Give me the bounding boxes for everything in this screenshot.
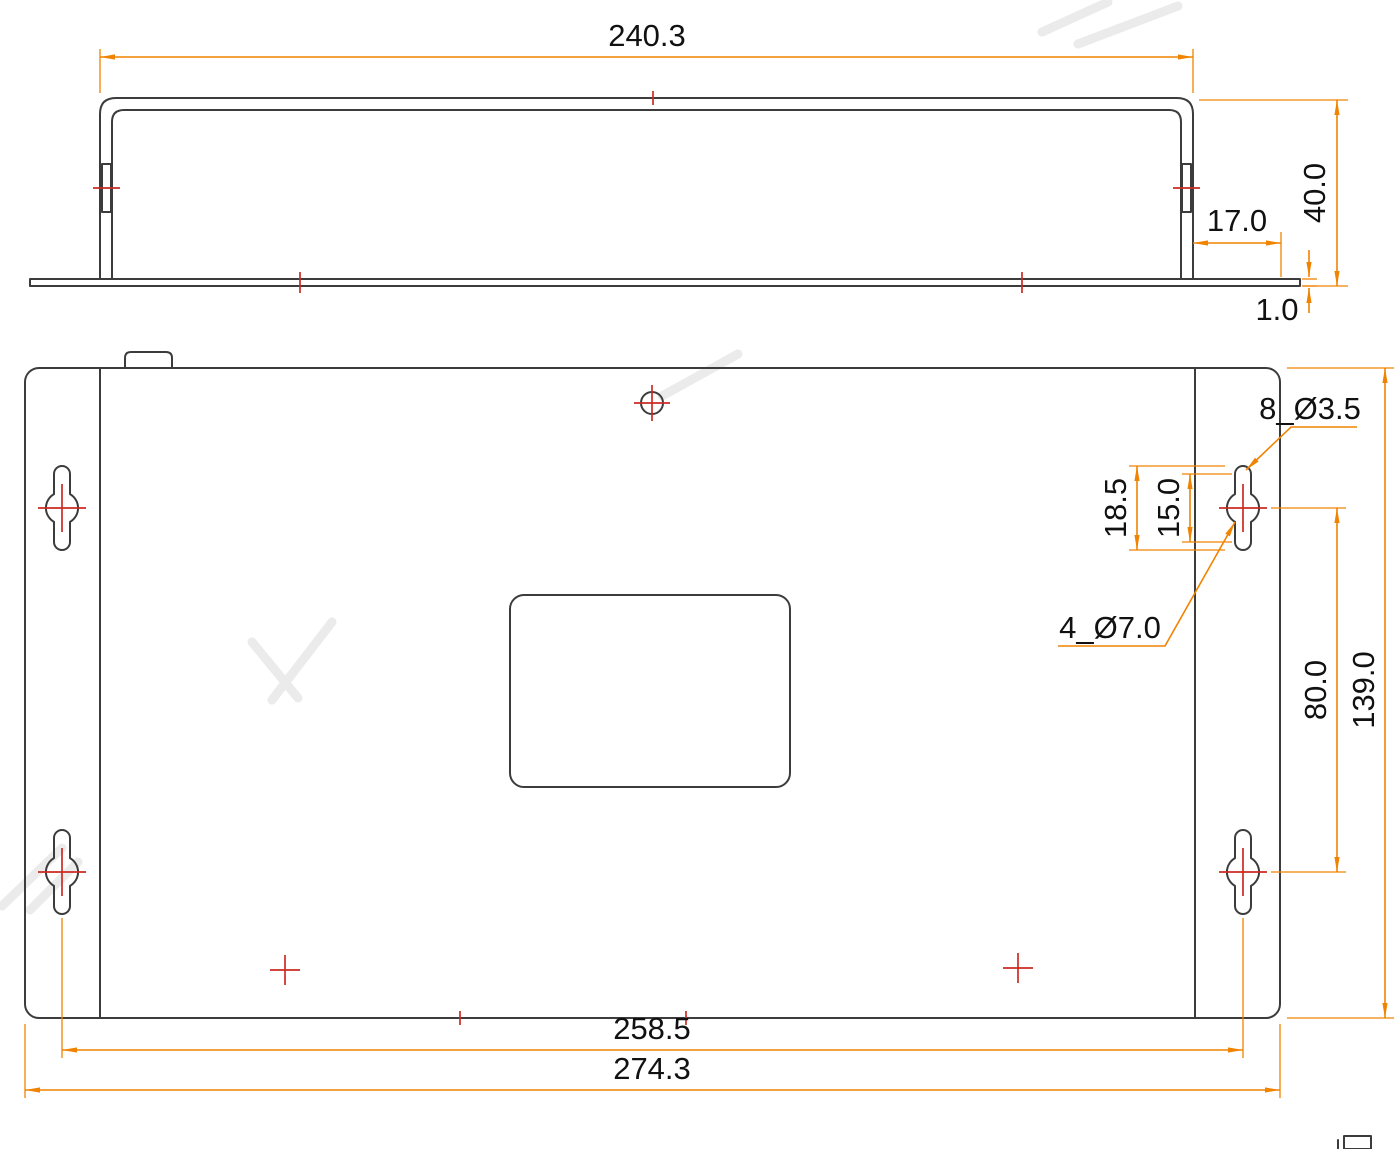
watermark-stroke [247, 637, 303, 703]
keyhole-slot-bottom-left [44, 829, 80, 915]
watermark-stroke [267, 617, 337, 705]
cover-inner-profile [111, 109, 1182, 280]
dimension-text: 1.0 [1255, 292, 1298, 327]
top-view: 8_Ø3.5 18.5 15.0 4_Ø7.0 80.0 [24, 351, 1394, 1098]
callout-keyhole-large: 4_Ø7.0 [1058, 521, 1236, 647]
watermark-stroke [1037, 0, 1113, 37]
keyhole-cross [38, 848, 86, 896]
callout-text: 4_Ø7.0 [1059, 610, 1161, 645]
watermark-stroke [657, 349, 743, 401]
keyhole-cross [38, 484, 86, 532]
keyhole-cross [1219, 848, 1267, 896]
datum-cross [1003, 953, 1033, 983]
dimension-text: 18.5 [1098, 478, 1133, 538]
dimension-text: 80.0 [1298, 660, 1333, 720]
dim-keyhole-slot-length: 18.5 [1098, 465, 1225, 551]
dim-hole-pitch-vertical: 80.0 [1271, 507, 1346, 873]
side-view: 240.3 40.0 17.0 1.0 [29, 18, 1348, 327]
side-view-outline [29, 97, 1301, 287]
dimension-text: 258.5 [613, 1011, 691, 1046]
cover-outer-profile [99, 97, 1194, 280]
dim-keyhole-slot-centers: 15.0 [1151, 473, 1232, 543]
base-plate-edge [29, 278, 1301, 287]
keyhole-slot-top-left [44, 465, 80, 551]
top-edge-bump [124, 351, 173, 369]
center-cutout [509, 594, 791, 788]
dimension-text: 139.0 [1346, 651, 1381, 729]
leader-line [1058, 521, 1236, 647]
watermark-stroke [1073, 1, 1183, 49]
body-outline [24, 367, 1281, 1019]
dimension-text: 240.3 [608, 18, 686, 53]
datum-cross [270, 955, 300, 985]
dimension-text: 40.0 [1297, 163, 1332, 223]
keyhole-cross [1219, 484, 1267, 532]
leader-line [1245, 426, 1357, 471]
title-block-box [1343, 1135, 1372, 1149]
dimension-text: 274.3 [613, 1051, 691, 1086]
dim-side-thickness: 1.0 [1255, 250, 1317, 327]
keyhole-slot-bottom-right [1225, 829, 1261, 915]
dim-side-flange: 17.0 [1193, 203, 1282, 277]
dim-side-height: 40.0 [1199, 99, 1348, 287]
watermark-stroke [0, 843, 67, 911]
top-view-outline [24, 351, 1281, 1019]
side-view-center-marks [93, 91, 1200, 293]
dimension-text: 17.0 [1207, 203, 1267, 238]
screw-cross [634, 385, 670, 421]
callout-text: 8_Ø3.5 [1259, 391, 1361, 426]
dim-overall-depth: 139.0 [1287, 367, 1394, 1019]
title-block-fragment [1337, 1135, 1372, 1149]
callout-keyhole-small: 8_Ø3.5 [1245, 391, 1361, 471]
dim-side-overall-width: 240.3 [99, 18, 1194, 93]
dim-hole-pitch-horizontal: 258.5 [61, 918, 1244, 1058]
dimension-text: 15.0 [1151, 478, 1186, 538]
dim-overall-width: 274.3 [24, 1024, 1281, 1098]
watermark [0, 0, 1183, 915]
top-view-center-marks [38, 385, 1267, 1025]
